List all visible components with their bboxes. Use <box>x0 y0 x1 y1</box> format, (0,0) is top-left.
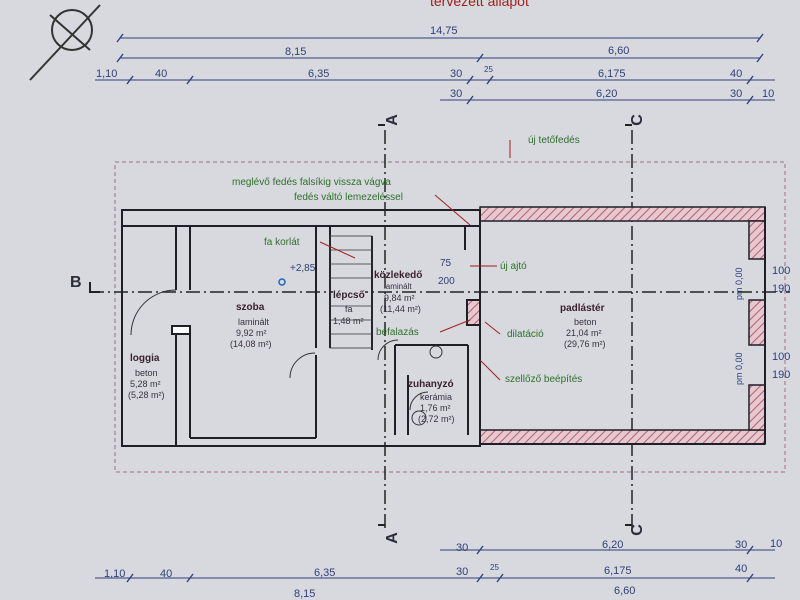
annotation-existing-roof: fedés váltó lemezeléssel <box>294 192 403 203</box>
room-padlaster-area: 21,04 m² <box>566 328 602 338</box>
annotation-railing: fa korlát <box>264 237 300 248</box>
room-szoba-material: laminált <box>238 317 270 327</box>
axis-label-b: B <box>70 274 82 291</box>
door-swings <box>130 289 429 411</box>
room-szoba-name: szoba <box>236 302 265 313</box>
room-loggia-material: beton <box>135 368 158 378</box>
room-loggia-area: 5,28 m² <box>130 379 161 389</box>
room-lepcso-material: fa <box>345 304 353 314</box>
stairs <box>329 235 373 349</box>
dimension-label: 25 <box>490 563 499 572</box>
room-lepcso-area: 1,48 m² <box>333 316 364 326</box>
dimension-label: 25 <box>484 65 493 74</box>
room-kozlekedo-area2: (11,44 m²) <box>380 304 421 314</box>
dimension-label: 14,75 <box>430 25 458 37</box>
leader-lines <box>319 140 511 381</box>
room-padlaster-material: beton <box>574 317 597 327</box>
room-kozlekedo-area: 9,84 m² <box>384 293 415 303</box>
axis-lines <box>90 130 790 530</box>
room-kozlekedo-material: laminált <box>384 282 412 291</box>
dimension-label: 8,15 <box>285 46 307 58</box>
door-height: 200 <box>438 276 455 287</box>
room-loggia-area2: (5,28 m²) <box>128 390 165 400</box>
annotation-roof: új tetőfedés <box>528 135 580 146</box>
dimension-label: 6,60 <box>614 585 636 597</box>
room-loggia-name: loggia <box>130 353 160 364</box>
level-label: pm 0,00 <box>734 352 744 385</box>
dimension-label: 100 <box>772 265 791 277</box>
dimension-label: 6,20 <box>596 88 618 100</box>
room-lepcso-name: lépcső <box>333 290 365 301</box>
dimension-label: 30 <box>735 539 748 551</box>
dimension-label: 30 <box>450 68 463 80</box>
room-szoba-area: 9,92 m² <box>236 328 267 338</box>
dimension-label: 6,60 <box>608 45 630 57</box>
room-zuhanyzo-material: kerámia <box>420 392 453 402</box>
annotation-dilation: dilatáció <box>507 329 544 340</box>
annotation-vent: szellőző beépítés <box>505 374 583 385</box>
annotation-new-door: új ajtó <box>500 261 527 272</box>
dimension-label: 190 <box>772 283 791 295</box>
dimension-label: 30 <box>456 566 469 578</box>
dimension-label: 100 <box>772 351 791 363</box>
dimension-label: 40 <box>730 68 743 80</box>
dimension-label: 1,10 <box>96 68 118 80</box>
dimension-label: 6,175 <box>598 68 626 80</box>
room-zuhanyzo-area2: (2,72 m²) <box>418 414 455 424</box>
dimension-label: 10 <box>762 88 775 100</box>
annotation-walling: befalazás <box>376 327 419 338</box>
dimension-label: 30 <box>450 88 463 100</box>
dimension-ticks <box>116 33 764 583</box>
axis-label-a: A <box>383 114 401 126</box>
dimension-label: 10 <box>770 538 783 550</box>
dimension-label: 6,20 <box>602 539 624 551</box>
dimension-label: 190 <box>772 369 791 381</box>
room-szoba-area2: (14,08 m²) <box>230 339 272 349</box>
room-padlaster-name: padlástér <box>560 303 605 314</box>
dimension-label: 6,35 <box>314 567 336 579</box>
hatched-wall-top <box>479 206 766 222</box>
north-arrow-icon <box>29 4 101 81</box>
dimension-label: 1,10 <box>104 568 126 580</box>
dimension-label: 30 <box>456 542 469 554</box>
dimension-label: 40 <box>155 68 168 80</box>
axis-label-c: C <box>628 114 646 126</box>
level-mark: +2,85 <box>290 263 316 274</box>
level-label: pm 0,00 <box>734 267 744 300</box>
room-kozlekedo-name: közlekedő <box>374 270 423 281</box>
door-width: 75 <box>440 258 452 269</box>
dimension-label: 6,175 <box>604 565 632 577</box>
room-zuhanyzo-area: 1,76 m² <box>420 403 451 413</box>
dimension-label: 8,15 <box>294 588 316 600</box>
page-title: tervezett állapot <box>430 0 529 9</box>
annotation-existing-roof: meglévő fedés falsíkig vissza vágva <box>232 177 391 188</box>
dimension-label: 6,35 <box>308 68 330 80</box>
axis-label-a: A <box>383 532 401 544</box>
room-zuhanyzo-name: zuhanyzó <box>408 379 454 390</box>
top-dimension-lines <box>95 37 775 579</box>
dimension-label: 40 <box>160 568 173 580</box>
dimension-label: 40 <box>735 563 748 575</box>
dimension-label: 30 <box>730 88 743 100</box>
hatched-wall-bottom <box>479 429 766 445</box>
axis-label-c: C <box>628 524 646 536</box>
room-padlaster-area2: (29,76 m²) <box>564 339 606 349</box>
